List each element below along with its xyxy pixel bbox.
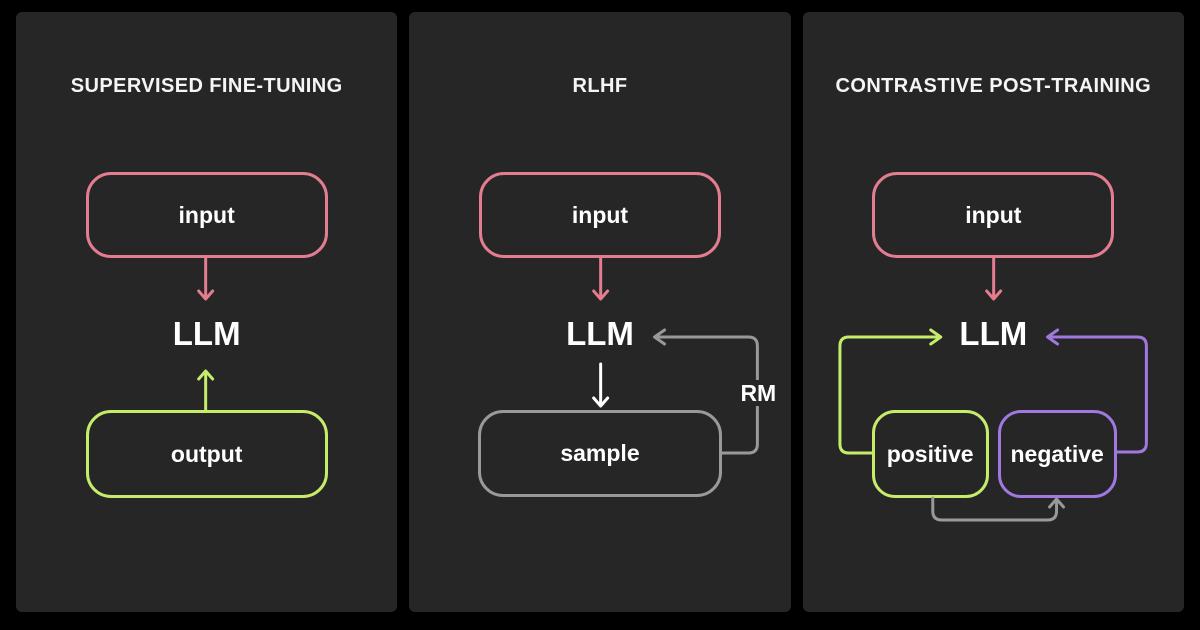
- input-box-label: input: [965, 201, 1022, 228]
- panel-title: CONTRASTIVE POST-TRAINING: [835, 75, 1152, 97]
- input-to-llm-arrow: [592, 256, 610, 301]
- panel-title: SUPERVISED FINE-TUNING: [70, 75, 343, 97]
- input-to-llm-arrow: [197, 256, 215, 301]
- llm-to-sample-arrow: [592, 362, 610, 408]
- output-to-llm-arrow: [197, 369, 215, 412]
- input-box: input: [478, 172, 721, 258]
- input-box-label: input: [571, 201, 629, 228]
- negative-to-llm-arrow: [1045, 328, 1148, 454]
- input-box: input: [85, 172, 328, 258]
- sample-box-label: sample: [560, 440, 640, 466]
- panel-title: RLHF: [572, 75, 628, 97]
- sample-box: sample: [477, 410, 722, 497]
- output-box: output: [85, 410, 328, 498]
- input-to-llm-arrow: [984, 256, 1002, 301]
- positive-to-negative-arrow: [930, 496, 1065, 522]
- panel-supervised-fine-tuning: SUPERVISED FINE-TUNING input LLM output: [16, 12, 398, 612]
- llm-label: LLM: [566, 315, 634, 352]
- sft-arrow-layer: [197, 256, 215, 412]
- panel-rlhf: RLHF input LLM sample RM: [409, 12, 791, 612]
- contrastive-arrow-layer: [838, 256, 1148, 522]
- negative-box: negative: [997, 410, 1117, 498]
- positive-to-llm-arrow: [838, 328, 942, 455]
- reward-model-label: RM: [737, 380, 780, 406]
- positive-box-label: positive: [886, 440, 974, 467]
- panel-contrastive-post-training: CONTRASTIVE POST-TRAINING input LLM posi…: [802, 12, 1184, 612]
- input-box-label: input: [178, 201, 235, 228]
- negative-box-label: negative: [1010, 440, 1104, 467]
- output-box-label: output: [170, 440, 243, 467]
- rlhf-arrow-layer: [592, 256, 760, 455]
- llm-label: LLM: [959, 315, 1028, 352]
- llm-label: LLM: [172, 315, 241, 352]
- positive-box: positive: [871, 410, 989, 498]
- input-box: input: [872, 172, 1115, 258]
